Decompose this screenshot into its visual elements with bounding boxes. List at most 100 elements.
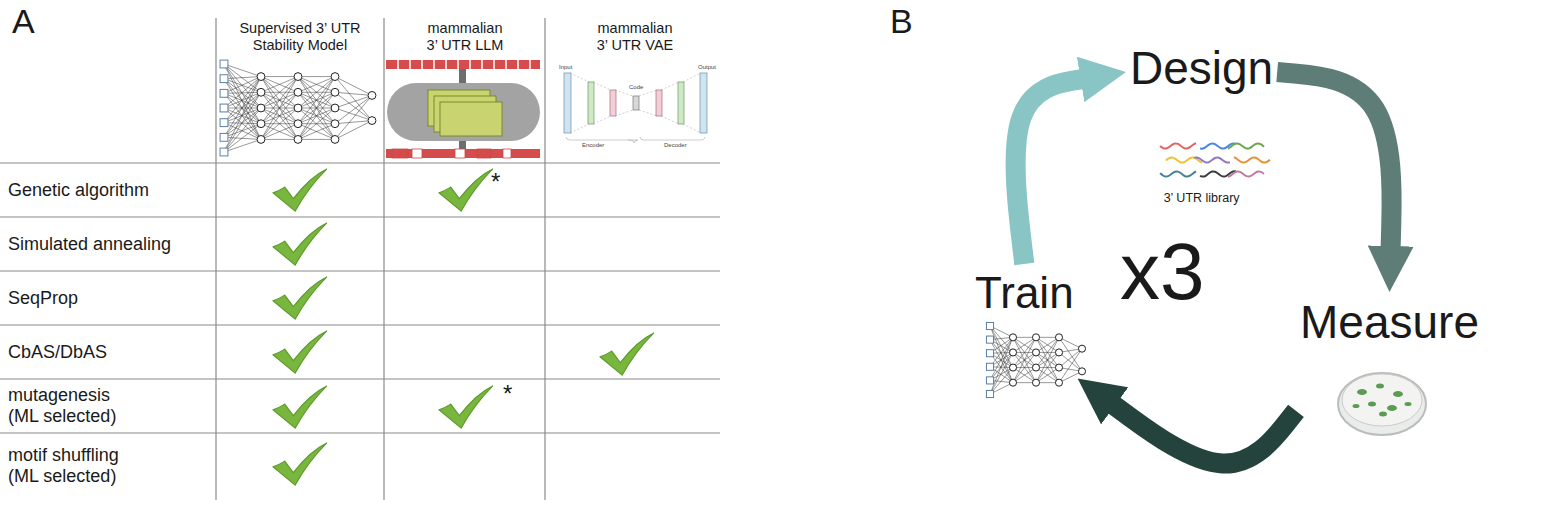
footnote-mark: * bbox=[491, 168, 500, 196]
vae-icon-part-part bbox=[661, 82, 679, 90]
llm-icon-part bbox=[503, 149, 511, 158]
table-grid-part bbox=[0, 162, 720, 163]
neural-network-icon-part bbox=[1036, 368, 1059, 383]
column-header: mammalian 3’ UTR VAE bbox=[592, 20, 678, 53]
icon-label: Output bbox=[698, 64, 716, 71]
neural-network-icon-part bbox=[1036, 337, 1059, 352]
neural-network-icon-part bbox=[331, 104, 339, 112]
neural-network-icon-part bbox=[261, 77, 298, 124]
neural-network-icon-part bbox=[1013, 337, 1036, 352]
row-header: SeqProp bbox=[8, 288, 78, 309]
petri-dish-icon-part bbox=[1338, 373, 1426, 435]
neural-network-icon-part bbox=[224, 124, 261, 152]
neural-network-icon-part bbox=[298, 77, 335, 124]
vae-icon-part bbox=[640, 137, 705, 140]
vae-icon-part bbox=[564, 73, 571, 133]
neural-network-icon-part bbox=[298, 77, 335, 93]
neural-network-icon-part bbox=[986, 336, 993, 343]
repeat-count: x3 bbox=[1120, 232, 1205, 312]
neural-network-icon-part bbox=[1013, 368, 1036, 383]
neural-network-icon-part bbox=[220, 89, 228, 97]
neural-network-icon-part bbox=[1009, 379, 1016, 386]
vae-icon-part bbox=[570, 73, 701, 133]
neural-network-icon-part bbox=[1032, 349, 1039, 356]
neural-network-icon-part bbox=[224, 92, 261, 108]
neural-network-icon-part bbox=[224, 124, 261, 138]
neural-network-icon-part bbox=[986, 322, 993, 329]
llm-icon-part bbox=[459, 69, 466, 85]
neural-network-icon-part bbox=[224, 108, 261, 152]
neural-network-icon-part bbox=[224, 77, 261, 79]
checkmarks-part bbox=[439, 386, 493, 428]
llm-icon-part-part bbox=[517, 60, 519, 69]
panel-letter: A bbox=[12, 2, 35, 41]
neural-network-icon-part bbox=[368, 117, 376, 125]
neural-network-icon bbox=[220, 60, 376, 156]
neural-network-icon-part bbox=[335, 92, 372, 95]
neural-network-icon-part bbox=[1078, 368, 1085, 375]
neural-network-icon-part bbox=[1013, 337, 1036, 382]
table-grid-part bbox=[0, 270, 720, 271]
neural-network-icon-part bbox=[261, 108, 298, 139]
llm-icon-part-part bbox=[421, 60, 423, 69]
neural-network-icon-part bbox=[298, 77, 335, 108]
neural-network-icon-part bbox=[261, 77, 298, 140]
neural-network-icon-part bbox=[1032, 334, 1039, 341]
petri-dish-icon-part bbox=[1342, 374, 1422, 426]
neural-network-icon-part bbox=[257, 104, 265, 112]
neural-network-icon-part bbox=[335, 95, 372, 123]
vae-icon-part-part bbox=[593, 82, 611, 90]
vae-icon-part bbox=[700, 73, 707, 133]
neural-network-icon-part bbox=[298, 76, 335, 77]
table-grid-part bbox=[383, 18, 384, 500]
neural-network-icon-part bbox=[986, 350, 993, 357]
neural-network-icon-part bbox=[294, 104, 302, 112]
neural-network-icon-part bbox=[261, 92, 298, 139]
row-header: mutagenesis (ML selected) bbox=[8, 385, 130, 426]
neural-network-icon-part bbox=[261, 77, 298, 108]
row-header: Simulated annealing bbox=[8, 234, 171, 255]
neural-network-icon-part bbox=[1055, 379, 1062, 386]
petri-dish-icon-part-part bbox=[1368, 402, 1376, 407]
column-header: Supervised 3’ UTR Stability Model bbox=[218, 20, 382, 53]
llm-icon-part-part bbox=[457, 60, 459, 69]
neural-network-icon-part bbox=[224, 123, 261, 140]
neural-network-icon-part bbox=[220, 148, 228, 156]
vae-icon-part-part bbox=[683, 124, 701, 133]
neural-network-icon-part bbox=[1013, 337, 1036, 352]
neural-network-icon-part bbox=[298, 77, 335, 140]
vae-icon-part-part bbox=[570, 124, 589, 133]
neural-network-icon-part bbox=[261, 139, 298, 140]
llm-icon-part bbox=[387, 83, 540, 141]
checkmarks-part bbox=[273, 386, 327, 428]
vae-icon-part bbox=[656, 90, 662, 116]
table-grid-part bbox=[544, 18, 545, 500]
checkmarks-part bbox=[439, 169, 493, 211]
checkmarks-part bbox=[273, 223, 327, 265]
llm-icon-part bbox=[412, 149, 422, 158]
neural-network-icon-part bbox=[294, 88, 302, 96]
neural-network-icon bbox=[986, 322, 1085, 397]
petri-dish-icon bbox=[1338, 373, 1426, 435]
utr-library-icon-part bbox=[1160, 143, 1196, 149]
checkmarks-part bbox=[273, 277, 327, 319]
neural-network-icon-part bbox=[1013, 337, 1036, 382]
neural-network-icon-part bbox=[294, 120, 302, 128]
neural-network-icon-part bbox=[220, 133, 228, 141]
neural-network-icon-part bbox=[1055, 349, 1062, 356]
table-grid-part bbox=[0, 432, 720, 433]
neural-network-icon-part bbox=[368, 92, 376, 100]
utr-library-icon-part bbox=[1160, 171, 1196, 176]
petri-dish-icon-part-part bbox=[1405, 402, 1412, 406]
petri-dish-icon-part-part bbox=[1357, 389, 1367, 395]
neural-network-icon-part bbox=[261, 77, 298, 124]
neural-network-icon-part bbox=[298, 77, 335, 124]
utr-library-icon bbox=[1160, 143, 1270, 177]
icon-label: Encoder bbox=[582, 142, 604, 149]
vae-icon-part-part bbox=[593, 116, 611, 124]
neural-network-icon-part bbox=[1036, 337, 1059, 382]
row-header: CbAS/DbAS bbox=[8, 342, 107, 363]
neural-network-icon-part bbox=[261, 124, 298, 140]
neural-network-icon-part bbox=[986, 363, 993, 370]
